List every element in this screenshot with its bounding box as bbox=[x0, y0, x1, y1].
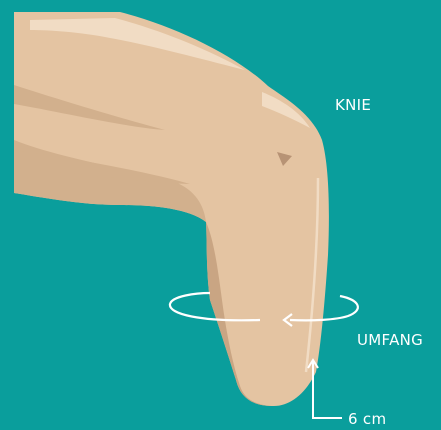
distance-label: 6 cm bbox=[348, 410, 386, 428]
distance-marker-line bbox=[313, 360, 342, 418]
knee-label: KNIE bbox=[335, 96, 371, 114]
leg-shape bbox=[14, 12, 329, 406]
circumference-label: UMFANG bbox=[357, 331, 423, 349]
